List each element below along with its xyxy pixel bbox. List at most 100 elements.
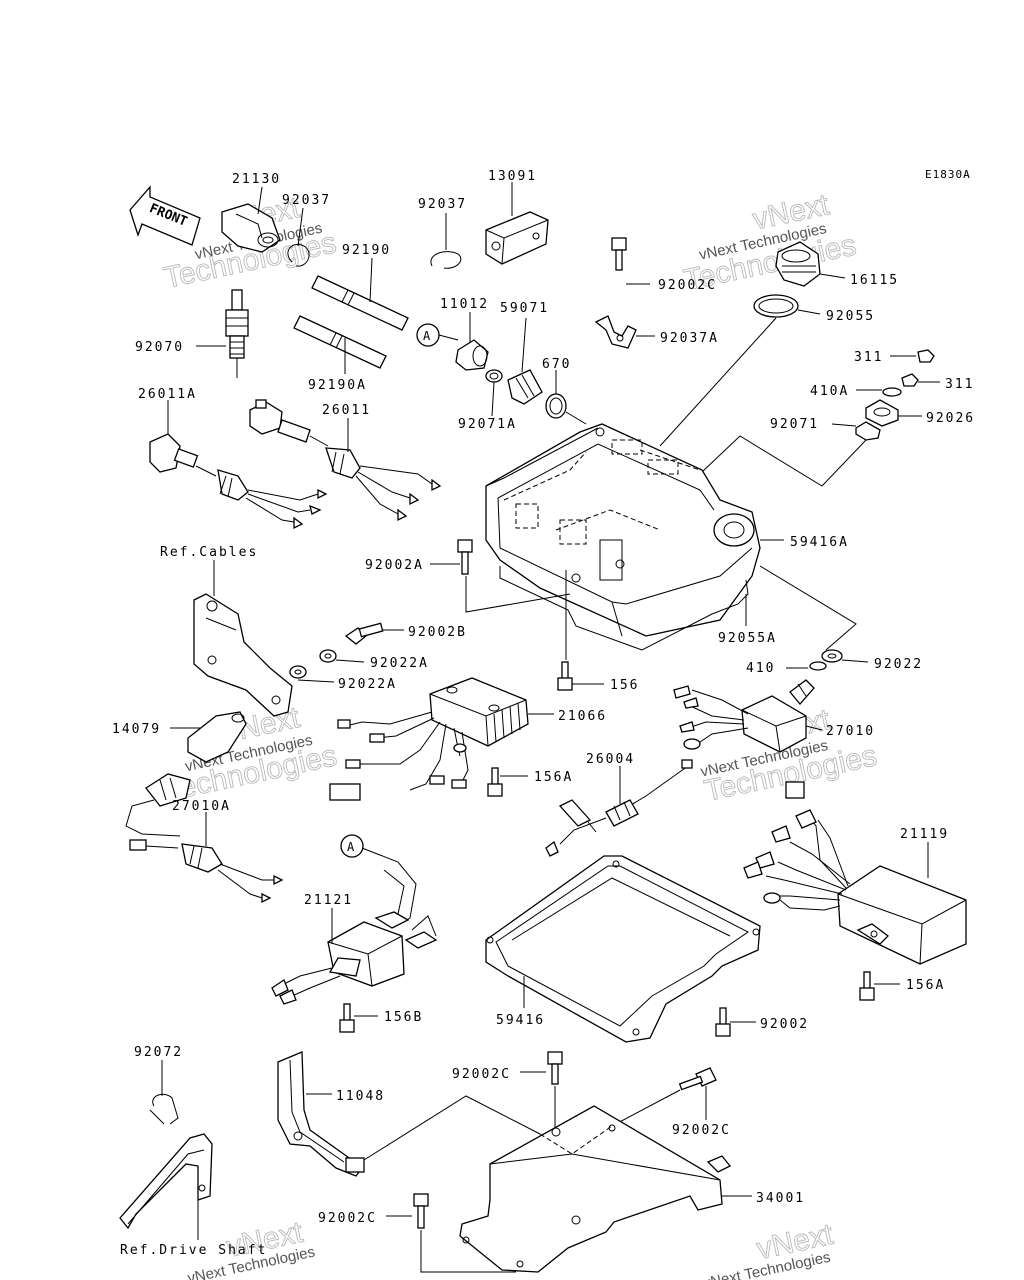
- label-92022a-2: 92022A: [338, 677, 397, 692]
- label-92071a: 92071A: [458, 417, 517, 432]
- label-92002: 92002: [760, 1017, 809, 1032]
- front-arrow-icon: FRONT: [129, 185, 201, 246]
- label-14079: 14079: [112, 722, 161, 737]
- bolt-156: 156: [557, 570, 639, 693]
- bracket-11048: 11048: [277, 1051, 541, 1177]
- watermark-bottom-right: vNext vNext Technologies: [702, 1217, 837, 1280]
- callout-a-letter: A: [423, 329, 431, 343]
- washer-92022: 92022: [759, 565, 923, 672]
- nut-311-b: 311: [901, 373, 974, 392]
- label-156b: 156B: [384, 1010, 423, 1025]
- bolt-92002b: 92002B: [344, 622, 467, 645]
- cap-11012: 11012: [440, 297, 489, 371]
- fitting-59071: 59071: [500, 301, 549, 405]
- bolt-92002c-mid: 92002C: [452, 1051, 563, 1128]
- label-26011: 26011: [322, 403, 371, 418]
- label-59416a: 59416A: [790, 535, 849, 550]
- label-92022a-1: 92022A: [370, 656, 429, 671]
- bracket-ref-cables: Ref.Cables: [160, 545, 293, 717]
- label-16115: 16115: [850, 273, 899, 288]
- circlip-92037-top: 92037: [282, 193, 331, 267]
- bolt-92002c-bottom: 92002C: [318, 1193, 516, 1273]
- label-92002c-bottom: 92002C: [318, 1211, 377, 1226]
- label-92037-mid: 92037: [418, 197, 467, 212]
- label-92002c-top: 92002C: [658, 278, 717, 293]
- circlip-92037-mid: 92037: [418, 197, 467, 269]
- label-92002c-mid: 92002C: [452, 1067, 511, 1082]
- washer-92022a-1: 92022A: [319, 649, 429, 671]
- label-11012: 11012: [440, 297, 489, 312]
- label-410a: 410A: [810, 384, 849, 399]
- bolt-92002c-top: 92002C: [611, 237, 717, 293]
- regulator-21066: 21066: [329, 677, 607, 801]
- cap-14079: 14079: [112, 711, 247, 763]
- label-21130: 21130: [232, 172, 281, 187]
- label-26004: 26004: [586, 752, 635, 767]
- washer-92022a-2: 92022A: [289, 665, 397, 692]
- spark-plug-92070: 92070: [135, 289, 249, 378]
- gasket-92055a: 92055A: [499, 566, 777, 651]
- callout-a-letter: A: [347, 840, 355, 854]
- label-59071: 59071: [500, 301, 549, 316]
- oring-670: 670: [542, 357, 587, 425]
- label-21121: 21121: [304, 893, 353, 908]
- label-156a-1: 156A: [534, 770, 573, 785]
- bracket-34001: 34001: [459, 1105, 805, 1273]
- clip-92072: 92072: [134, 1045, 181, 1125]
- washer-410: 410: [746, 661, 827, 676]
- label-92002b: 92002B: [408, 625, 467, 640]
- label-92002c-right: 92002C: [672, 1123, 731, 1138]
- callout-a-top: A: [416, 323, 459, 347]
- label-92026: 92026: [926, 411, 975, 426]
- label-27010a: 27010A: [172, 799, 231, 814]
- switch-21130: 21130: [221, 172, 281, 253]
- bolt-92002: 92002: [715, 1007, 809, 1037]
- label-27010: 27010: [826, 724, 875, 739]
- washer-92071a: 92071A: [458, 369, 517, 432]
- label-92071: 92071: [770, 417, 819, 432]
- label-21119: 21119: [900, 827, 949, 842]
- nut-311-a: 311: [854, 349, 935, 365]
- label-11048: 11048: [336, 1089, 385, 1104]
- label-156: 156: [610, 678, 639, 693]
- washer-410a: 410A: [810, 384, 902, 399]
- label-92190: 92190: [342, 243, 391, 258]
- callout-a-lower: A: [340, 834, 364, 858]
- ignition-coil-21121: 21121: [271, 847, 438, 1005]
- label-92022: 92022: [874, 657, 923, 672]
- label-59416: 59416: [496, 1013, 545, 1028]
- tube-92190a: 92190A: [293, 315, 387, 393]
- label-92055: 92055: [826, 309, 875, 324]
- bolt-156a-2: 156A: [859, 971, 943, 1001]
- label-311-a: 311: [854, 350, 883, 365]
- label-92055a: 92055A: [718, 631, 777, 646]
- oring-92055: 92055: [659, 294, 875, 447]
- bolt-156a-1: 156A: [487, 767, 573, 797]
- label-ref-drive-shaft: Ref.Drive Shaft: [120, 1243, 267, 1258]
- case-59416: 59416: [485, 855, 761, 1043]
- harness-26011: 26011: [249, 399, 442, 522]
- bracket-ref-drive-shaft: Ref.Drive Shaft: [119, 1133, 267, 1258]
- label-92002a: 92002A: [365, 558, 424, 573]
- tube-92190: 92190: [311, 243, 409, 331]
- harness-26011a: 26011A: [138, 387, 328, 530]
- label-26011a: 26011A: [138, 387, 197, 402]
- fuse-26004: 26004: [545, 752, 693, 857]
- block-13091: 13091: [485, 169, 549, 265]
- box-21119: 21119: [743, 781, 967, 965]
- collar-92071: 92071: [701, 417, 881, 487]
- label-34001: 34001: [756, 1191, 805, 1206]
- diagram-code: E1830A: [925, 168, 971, 181]
- grommet-92026: 92026: [865, 399, 975, 427]
- label-21066: 21066: [558, 709, 607, 724]
- sensor-27010: 27010: [673, 679, 875, 753]
- case-59416a: 59416A: [485, 423, 849, 637]
- label-92037-top: 92037: [282, 193, 331, 208]
- label-670: 670: [542, 357, 571, 372]
- clamp-92037a: 92037A: [594, 315, 717, 349]
- label-13091: 13091: [488, 169, 537, 184]
- cap-16115: 16115: [775, 241, 899, 288]
- label-311-b: 311: [945, 377, 974, 392]
- bolt-92002a: 92002A: [365, 539, 571, 613]
